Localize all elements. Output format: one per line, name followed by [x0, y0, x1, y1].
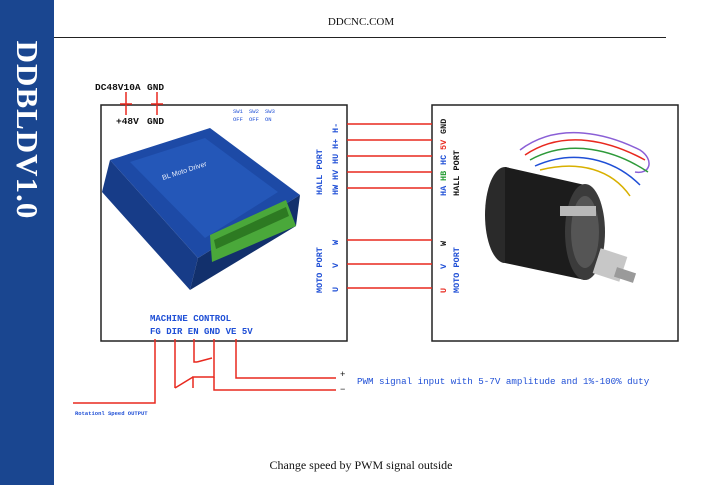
caption: Change speed by PWM signal outside [269, 458, 453, 472]
driver-moto-pin-1: W [331, 239, 341, 245]
switch-label-3: SW3 [265, 108, 275, 115]
power-gnd-label: GND [147, 116, 164, 127]
driver-hall-pin-3: HU [331, 154, 341, 164]
switch-state-1: OFF [233, 116, 243, 123]
en-switch-blade [196, 357, 213, 363]
motor-hall-pin-2: 5V [439, 139, 449, 150]
motor-box [431, 104, 679, 342]
header-rule [54, 37, 666, 38]
driver-moto-pin-3: U [331, 287, 341, 292]
pwm-signal-label: PWM signal input with 5-7V amplitude and… [357, 376, 650, 387]
driver-photo: BL Moto Driver [102, 128, 300, 290]
driver-hall-pin-1: H- [331, 123, 341, 133]
driver-box [100, 104, 348, 342]
dir-switch-blade [174, 376, 194, 389]
fg-output-label: Rotationl Speed OUTPUT [75, 410, 148, 417]
driver-hall-pin-4: HV [331, 169, 341, 180]
switch-state-2: OFF [249, 116, 259, 123]
motor-hall-port-label: HALL PORT [452, 150, 462, 196]
driver-hall-port-label: HALL PORT [315, 149, 325, 195]
driver-moto-port-label: MOTO PORT [315, 247, 325, 293]
driver-moto-pin-2: V [331, 262, 341, 268]
motor-hall-pin-4: HB [439, 171, 449, 181]
power-gnd-top-label: GND [147, 82, 164, 93]
control-pins-label: FG DIR EN GND VE 5V [150, 327, 253, 337]
control-wires [73, 339, 336, 404]
gnd-wire [213, 377, 336, 391]
pwm-plus-label: + [340, 370, 345, 380]
motor-moto-port-label: MOTO PORT [452, 247, 462, 293]
switch-label-2: SW2 [249, 108, 259, 115]
site-header: DDCNC.COM [327, 16, 395, 28]
driver-hall-pin-2: H+ [331, 139, 341, 149]
motor-hall-pin-1: GND [439, 119, 449, 134]
fg-wire [73, 339, 156, 404]
motor-moto-pin-2: V [439, 263, 449, 269]
motor-photo [485, 131, 650, 283]
switch-state-3: ON [265, 116, 272, 123]
driver-hall-pin-5: HW [331, 184, 341, 195]
moto-wires [347, 239, 432, 289]
motor-moto-pin-3: U [439, 288, 449, 293]
switch-label-1: SW1 [233, 108, 244, 115]
sidebar: DDBLDV1.0 [0, 0, 54, 485]
motor-moto-pin-1: W [439, 240, 449, 246]
motor-hall-pin-3: HC [439, 155, 449, 165]
hall-wires [347, 123, 432, 189]
machine-control-label: MACHINE CONTROL [150, 314, 231, 324]
gnd-bus-wire [192, 339, 215, 388]
power-plus-label: +48V [116, 116, 139, 127]
pwm-minus-label: − [340, 385, 345, 395]
ve-wire [235, 339, 336, 379]
motor-hall-pin-5: HA [439, 185, 449, 196]
en-wire [193, 339, 197, 363]
power-supply-label: DC48V10A [95, 82, 141, 93]
